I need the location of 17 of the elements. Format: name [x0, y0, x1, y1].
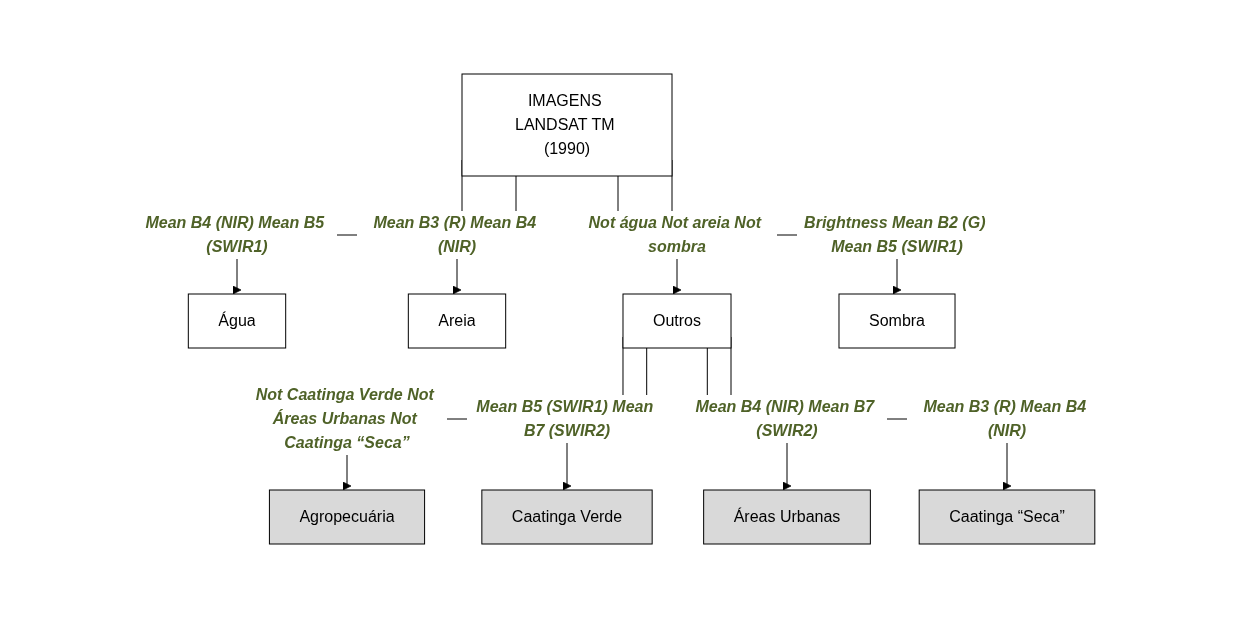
node-box: Areia — [407, 293, 506, 349]
node-box: Caatinga “Seca” — [918, 489, 1095, 545]
edge-label: Brightness Mean B2 (G) Mean B5 (SWIR1) — [803, 214, 985, 255]
node-box: Água — [187, 293, 286, 349]
node-box: Caatinga Verde — [480, 489, 653, 545]
edge-label: Mean B4 (NIR) Mean B5 (SWIR1) — [144, 214, 324, 255]
node-box: Sombra — [838, 293, 955, 349]
edge-label: Not água Not areia Not sombra — [588, 214, 761, 255]
edge-label: Mean B4 (NIR) Mean B7 (SWIR2) — [694, 398, 874, 439]
edge-label: Mean B3 (R) Mean B4 (NIR) — [372, 214, 536, 255]
node-box: Outros — [622, 293, 731, 349]
edge-label: Mean B3 (R) Mean B4 (NIR) — [922, 398, 1086, 439]
edge-label: Mean B5 (SWIR1) Mean B7 (SWIR2) — [475, 398, 653, 439]
edge-label: Not Caatinga Verde Not Áreas Urbanas Not Caatinga “Seca” — [255, 386, 434, 451]
node-box: Agropecuária — [268, 489, 425, 545]
node-box: IMAGENS LANDSAT TM (1990) — [461, 73, 672, 177]
node-box: Áreas Urbanas — [702, 489, 871, 545]
